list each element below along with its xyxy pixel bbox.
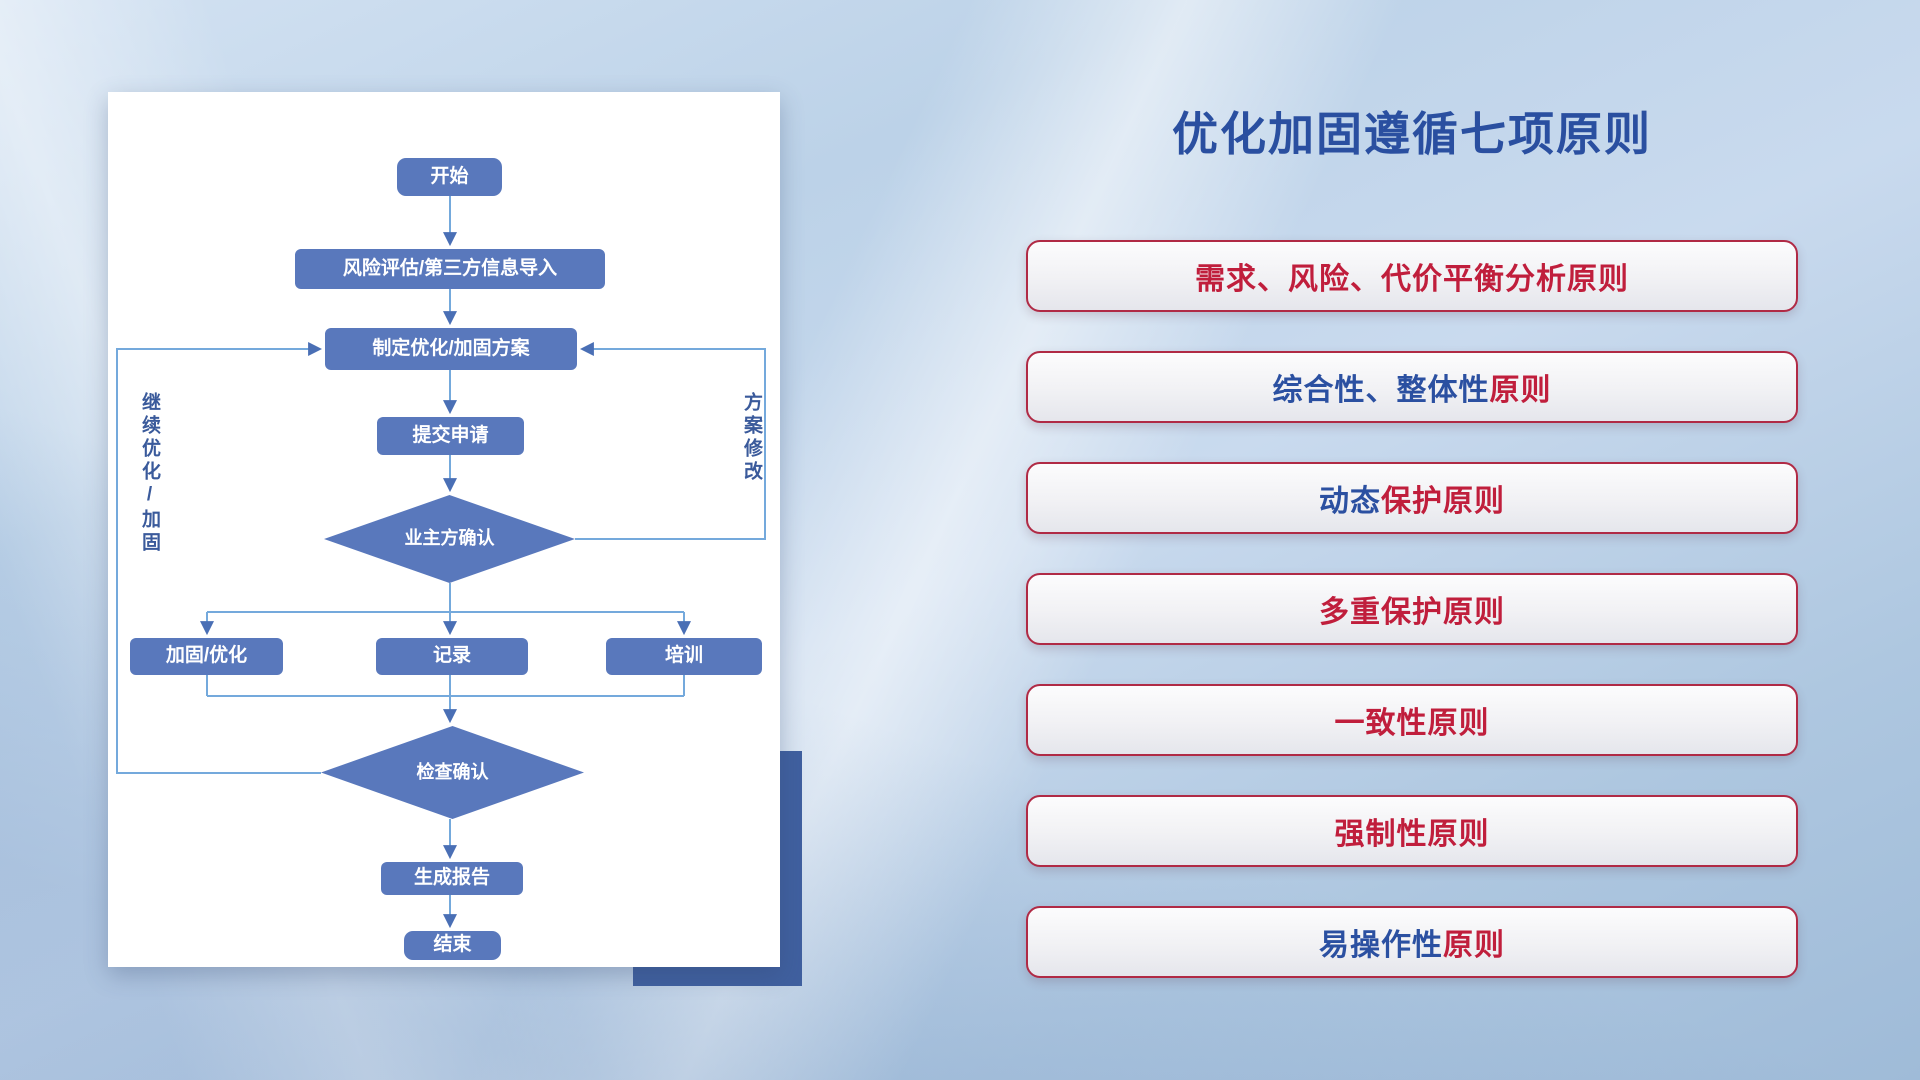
loop-label-plan-revision: 方案修改: [741, 392, 762, 484]
loop-label-continue-optimize: 继续优化/加固: [139, 392, 160, 555]
flow-node-generate-report: 生成报告: [381, 862, 523, 895]
flow-node-harden-optimize: 加固/优化: [130, 638, 283, 675]
flow-node-start: 开始: [397, 158, 502, 196]
flow-node-training: 培训: [606, 638, 762, 675]
principle-text: 一致性原则: [1334, 707, 1490, 740]
principle-button[interactable]: 易操作性原则: [1026, 906, 1798, 978]
flow-node-make-plan: 制定优化/加固方案: [325, 328, 577, 370]
page-title: 优化加固遵循七项原则: [1172, 108, 1652, 160]
principle-text: 动态: [1319, 485, 1381, 518]
principle-text: 原则: [1489, 374, 1552, 407]
flow-connectors: [116, 196, 766, 929]
principle-text: 保护原则: [1381, 485, 1505, 518]
principle-button[interactable]: 多重保护原则: [1026, 573, 1798, 645]
flow-node-submit-request: 提交申请: [377, 417, 524, 455]
principle-text: 综合性、整体性: [1272, 374, 1490, 407]
principle-text: 多重保护原则: [1319, 596, 1505, 629]
principle-button[interactable]: 需求、风险、代价平衡分析原则: [1026, 240, 1798, 312]
principle-button[interactable]: 动态保护原则: [1026, 462, 1798, 534]
principle-text: 需求、风险、代价平衡分析原则: [1195, 263, 1629, 296]
principle-text: 易操作性: [1319, 929, 1443, 962]
principle-text: 原则: [1443, 929, 1505, 962]
flowchart-card: 开始 风险评估/第三方信息导入 制定优化/加固方案 提交申请 业主方确认 加固/…: [108, 92, 780, 967]
principles-list: 需求、风险、代价平衡分析原则综合性、整体性原则动态保护原则多重保护原则一致性原则…: [1026, 240, 1798, 978]
principle-text: 强制性原则: [1334, 818, 1490, 851]
flow-node-end: 结束: [404, 931, 501, 960]
flow-node-record: 记录: [376, 638, 528, 675]
principle-button[interactable]: 强制性原则: [1026, 795, 1798, 867]
principle-button[interactable]: 一致性原则: [1026, 684, 1798, 756]
principle-button[interactable]: 综合性、整体性原则: [1026, 351, 1798, 423]
flow-node-risk-assessment: 风险评估/第三方信息导入: [295, 249, 605, 289]
